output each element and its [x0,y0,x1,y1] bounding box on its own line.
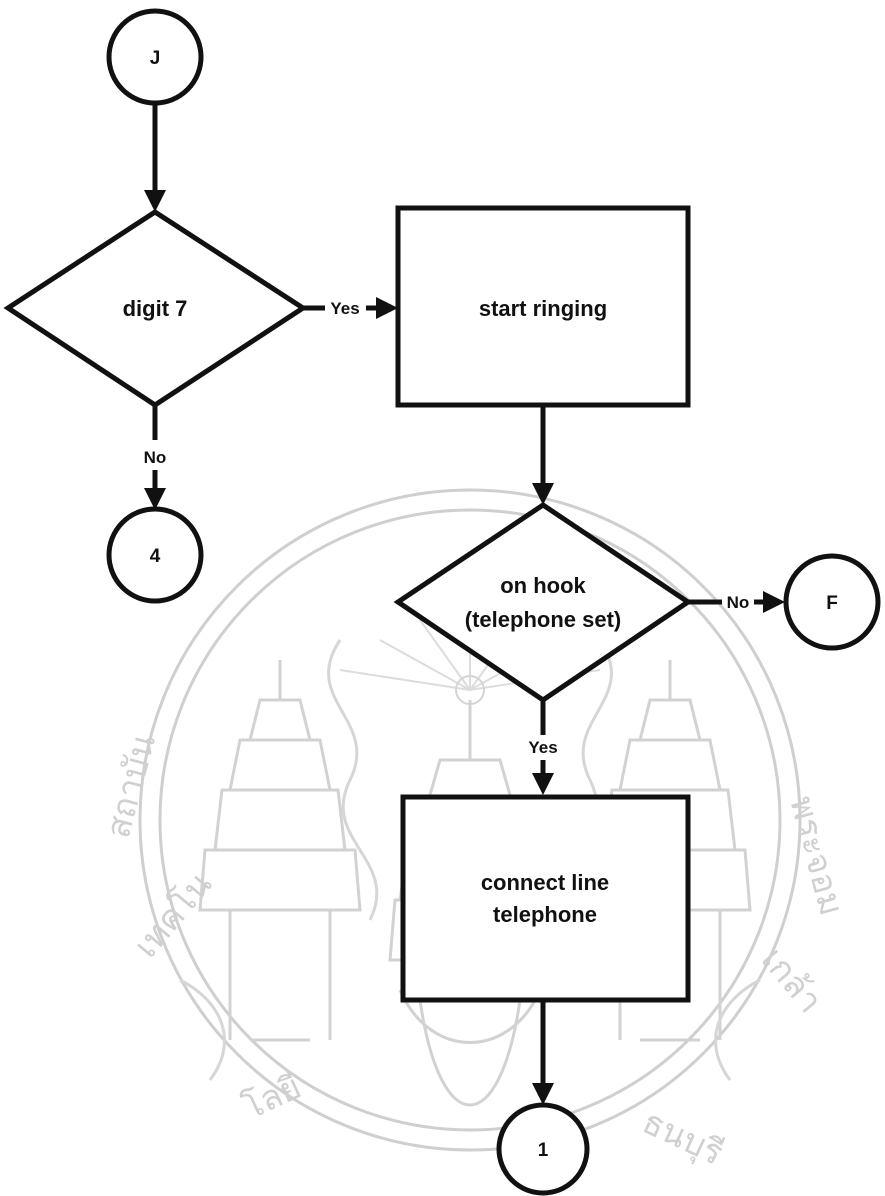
node-1-connector: 1 [496,1102,590,1196]
edge-start-to-onhook [532,407,554,505]
node-onhook-label-line2: (telephone set) [465,607,621,632]
node-F-connector: F [783,553,881,651]
node-connect-label-line1: connect line [481,870,609,895]
svg-text:เกล้า: เกล้า [753,940,830,1021]
svg-text:พระจอม: พระจอม [781,792,851,920]
svg-text:เทคโน: เทคโน [126,865,220,966]
node-connect-label-line2: telephone [493,902,597,927]
edge-connect-to-one [532,1000,554,1105]
node-digit7-label: digit 7 [123,296,188,321]
edge-onhook-yes-connect: Yes [528,700,558,795]
node-J-connector: J [106,8,204,106]
node-F-label: F [826,593,838,614]
seal-left-pagoda [198,660,362,1042]
edge-digit7-yes-start: Yes [303,297,398,319]
seal-outer-ring [138,488,802,1152]
node-start-ringing-process: start ringing [395,205,691,408]
node-4-label: 4 [150,546,161,567]
edge-label-yes-1: Yes [330,299,359,318]
node-digit7-decision: digit 7 [3,209,308,408]
node-connect-line-process: connect line telephone [400,794,691,1003]
node-1-label: 1 [538,1140,549,1161]
node-J-label: J [150,48,161,69]
edge-label-no-2: No [727,593,750,612]
edge-J-to-digit7 [144,102,166,212]
svg-text:ธนบุรี: ธนบุรี [636,1102,729,1174]
edge-onhook-no-F: No [688,591,785,613]
node-start-ringing-label: start ringing [479,296,607,321]
edge-digit7-no-four: No [144,405,167,510]
node-4-connector: 4 [106,506,204,604]
edge-label-yes-2: Yes [528,738,557,757]
seal-inner-ring [158,508,782,1132]
node-onhook-decision: on hook (telephone set) [393,501,693,704]
node-onhook-label-line1: on hook [500,573,586,598]
svg-text:สถาบัน: สถาบัน [98,730,164,842]
edge-label-no-1: No [144,448,167,467]
